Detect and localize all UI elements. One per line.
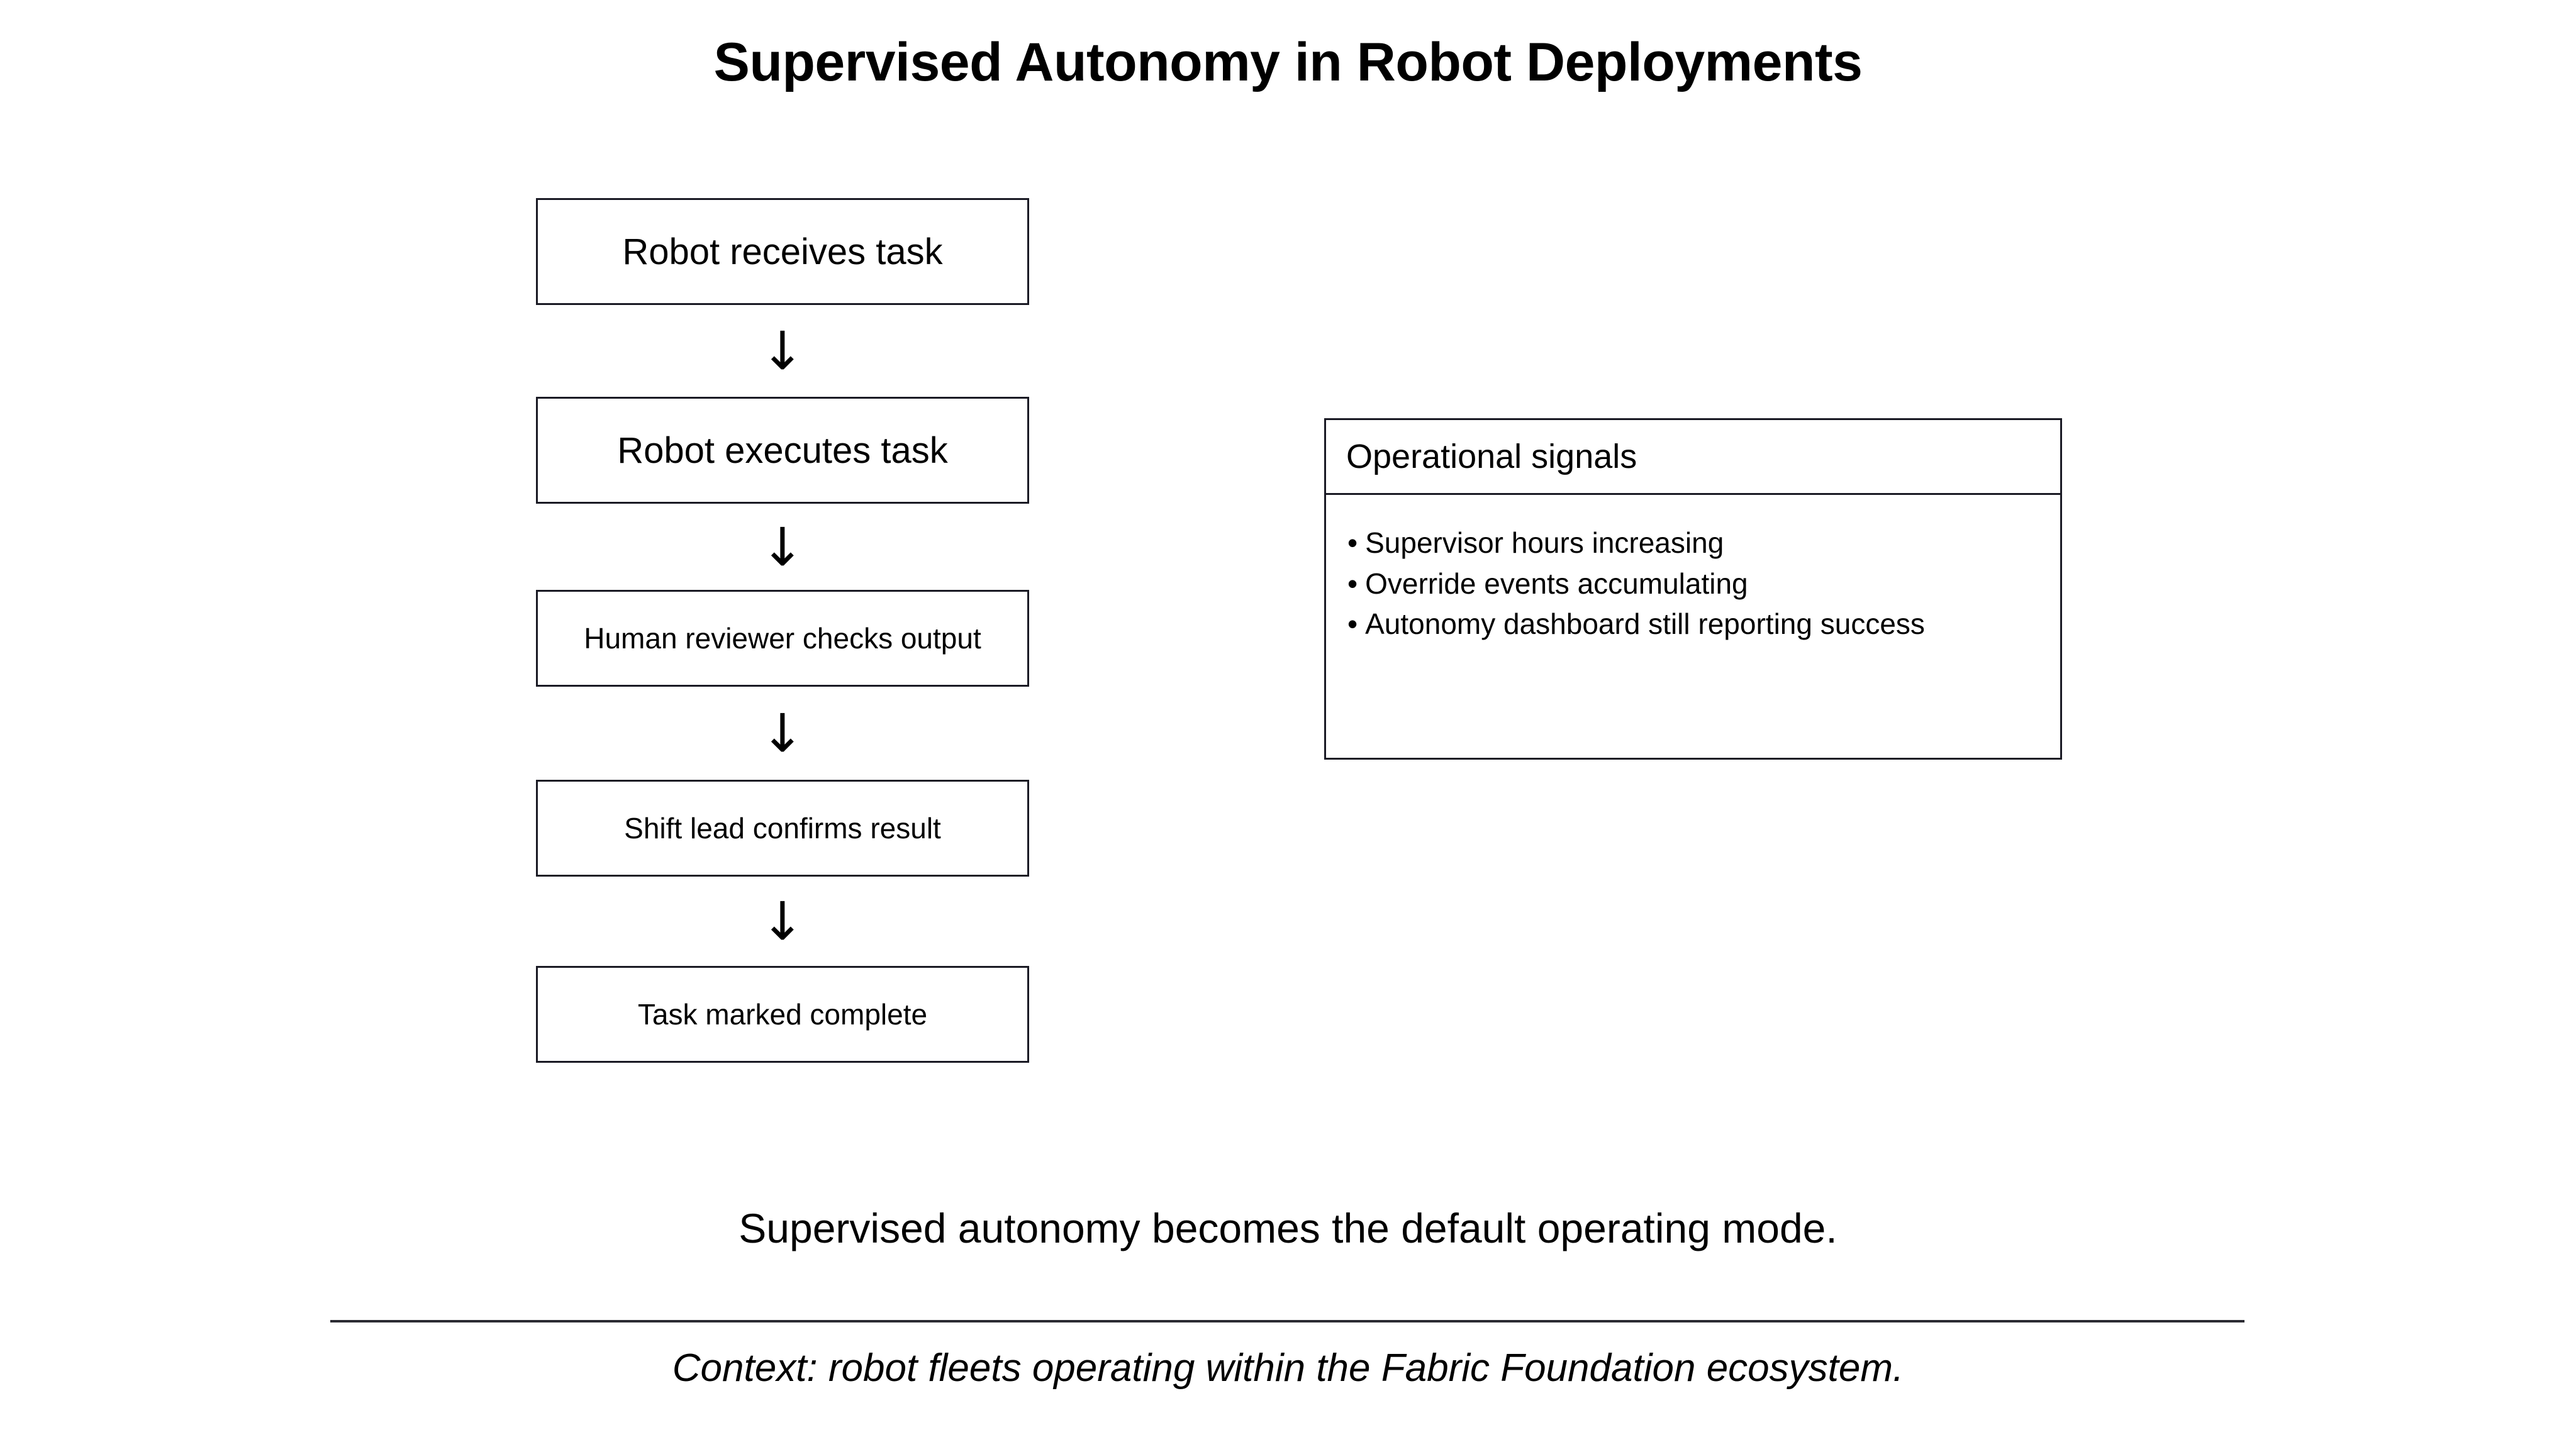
list-item-label: Autonomy dashboard still reporting succe… <box>1365 607 1925 641</box>
flow-step-4: Shift lead confirms result <box>536 780 1029 877</box>
bullet-icon: • <box>1347 567 1358 600</box>
flow-step-5-label: Task marked complete <box>637 998 928 1031</box>
list-item: •Override events accumulating <box>1347 565 2039 603</box>
flow-step-2-label: Robot executes task <box>617 430 948 471</box>
bullet-icon: • <box>1347 526 1358 559</box>
flow-step-1-label: Robot receives task <box>622 231 943 272</box>
flow-connector-1: ↓ <box>536 305 1029 397</box>
footer-context-note: Context: robot fleets operating within t… <box>672 1346 1904 1390</box>
conclusion-text: Supervised autonomy becomes the default … <box>739 1205 1837 1251</box>
flow-step-4-label: Shift lead confirms result <box>624 812 941 845</box>
flowchart: Robot receives task ↓ Robot executes tas… <box>536 198 1029 1063</box>
flow-step-1: Robot receives task <box>536 198 1029 305</box>
arrow-down-icon: ↓ <box>760 320 805 382</box>
arrow-down-icon: ↓ <box>760 890 805 952</box>
flow-step-2: Robot executes task <box>536 397 1029 504</box>
list-item: •Supervisor hours increasing <box>1347 524 2039 562</box>
footer-divider <box>330 1320 2244 1322</box>
flow-connector-4: ↓ <box>536 877 1029 966</box>
operational-signals-list: •Supervisor hours increasing •Override e… <box>1326 495 2060 643</box>
operational-signals-panel: Operational signals •Supervisor hours in… <box>1324 418 2062 760</box>
page-title: Supervised Autonomy in Robot Deployments <box>713 32 1863 92</box>
bullet-icon: • <box>1347 607 1358 641</box>
flow-step-5: Task marked complete <box>536 966 1029 1063</box>
flow-step-3: Human reviewer checks output <box>536 590 1029 687</box>
list-item-label: Override events accumulating <box>1365 567 1748 600</box>
operational-signals-title: Operational signals <box>1346 438 1637 475</box>
arrow-down-icon: ↓ <box>760 702 805 764</box>
list-item: •Autonomy dashboard still reporting succ… <box>1347 605 2039 643</box>
arrow-down-icon: ↓ <box>760 516 805 578</box>
flow-connector-2: ↓ <box>536 504 1029 590</box>
flow-connector-3: ↓ <box>536 687 1029 780</box>
list-item-label: Supervisor hours increasing <box>1365 526 1724 559</box>
flow-step-3-label: Human reviewer checks output <box>584 622 981 655</box>
operational-signals-header: Operational signals <box>1326 420 2060 495</box>
